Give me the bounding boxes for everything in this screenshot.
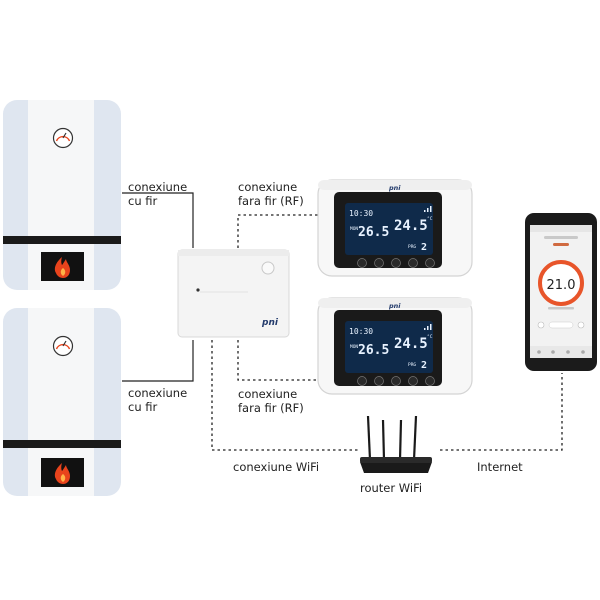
wifi-signal-icon — [424, 206, 432, 212]
label-wired-bottom: conexiune cu fir — [128, 386, 187, 414]
lcd-day: MON — [350, 226, 358, 232]
power-button[interactable] — [391, 258, 401, 268]
thermostat-top: pni 10:30 MON 26.5 24.5 °C PRG 2 — [317, 179, 473, 277]
label-line: cu fir — [128, 400, 158, 414]
down-button[interactable] — [408, 258, 418, 268]
receiver-logo: pni — [261, 318, 279, 328]
label-line: conexiune — [238, 387, 298, 401]
label-line: conexiune — [128, 386, 188, 400]
wired-line-top — [122, 192, 194, 248]
thermostat-logo: pni — [388, 302, 401, 310]
router-icon — [360, 415, 432, 473]
label-line: fara fir (RF) — [238, 194, 304, 208]
lcd-time: 10:30 — [349, 327, 373, 336]
label-internet: Internet — [477, 460, 523, 474]
wired-line-bottom — [122, 340, 194, 382]
thermostat-buttons — [357, 258, 435, 268]
smartphone: 21.0 — [525, 213, 597, 371]
lcd-program: 2 — [421, 360, 427, 371]
rf-line-top — [237, 214, 322, 248]
label-line: conexiune WiFi — [233, 460, 320, 474]
label-rf-bottom: conexiune fara fir (RF) — [238, 387, 304, 415]
receiver-button[interactable] — [261, 261, 275, 275]
up-button[interactable] — [425, 376, 435, 386]
plus-button[interactable] — [577, 321, 585, 329]
label-rf-top: conexiune fara fir (RF) — [238, 180, 304, 208]
lcd-room-temp: 26.5 — [358, 225, 389, 240]
lcd-day: MON — [350, 344, 358, 350]
label-line: cu fir — [128, 194, 158, 208]
label-line: conexiune — [238, 180, 298, 194]
thermostat-buttons — [357, 376, 435, 386]
phone-temperature: 21.0 — [547, 278, 576, 293]
thermostat-logo: pni — [388, 184, 401, 192]
lcd-unit: °C — [427, 334, 433, 340]
minus-button[interactable] — [537, 321, 545, 329]
label-wired-top: conexiune cu fir — [128, 180, 187, 208]
label-line: conexiune — [128, 180, 188, 194]
lcd-time: 10:30 — [349, 209, 373, 218]
p-button[interactable] — [357, 376, 367, 386]
lcd-room-temp: 26.5 — [358, 343, 389, 358]
lcd-set-temp: 24.5 — [394, 218, 428, 234]
gauge-icon — [52, 335, 74, 357]
p-button[interactable] — [357, 258, 367, 268]
label-line: router WiFi — [360, 481, 423, 495]
internet-line — [440, 373, 563, 451]
wifi-line — [211, 340, 360, 451]
flame-icon — [54, 257, 70, 278]
lcd-unit: °C — [427, 216, 433, 222]
thermostat-lcd — [345, 321, 433, 373]
label-wifi: conexiune WiFi — [233, 460, 319, 474]
m-button[interactable] — [374, 258, 384, 268]
thermostat-bottom: pni 10:30 MON 26.5 24.5 °C PRG 2 — [317, 297, 473, 395]
temperature-dial[interactable] — [538, 260, 584, 306]
power-button[interactable] — [391, 376, 401, 386]
lcd-program-label: PRG — [408, 362, 416, 368]
receiver-unit: pni — [177, 249, 290, 338]
down-button[interactable] — [408, 376, 418, 386]
label-line: Internet — [477, 460, 523, 474]
m-button[interactable] — [374, 376, 384, 386]
lcd-set-temp: 24.5 — [394, 336, 428, 352]
thermostat-lcd — [345, 203, 433, 255]
gauge-icon — [52, 127, 74, 149]
label-line: fara fir (RF) — [238, 401, 304, 415]
boiler-top — [3, 100, 121, 290]
lcd-program: 2 — [421, 242, 427, 253]
lcd-program-label: PRG — [408, 244, 416, 250]
flame-icon — [54, 463, 70, 484]
rf-line-bottom — [237, 340, 322, 381]
receiver-led — [196, 288, 200, 292]
up-button[interactable] — [425, 258, 435, 268]
boiler-bottom — [3, 308, 121, 496]
label-router: router WiFi — [360, 481, 422, 495]
wifi-signal-icon — [424, 324, 432, 330]
